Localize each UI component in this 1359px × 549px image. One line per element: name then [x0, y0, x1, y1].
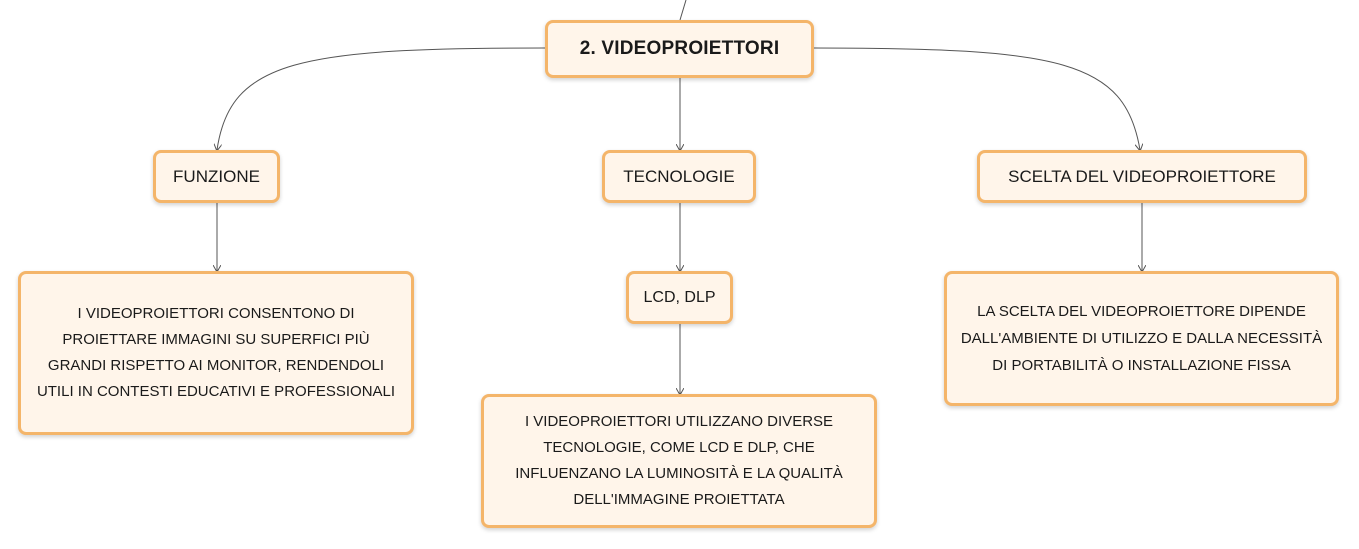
sub-label-tecnologie: LCD, DLP	[643, 288, 716, 306]
detail-text-funzione: I VIDEOPROIETTORI CONSENTONO DI PROIETTA…	[36, 305, 396, 400]
connector-root-funzione	[217, 47, 546, 150]
branch-label-scelta: SCELTA DEL VIDEOPROIETTORE	[1008, 166, 1276, 186]
branch-node-tecnologie[interactable]: TECNOLOGIE	[602, 150, 756, 203]
sub-node-tecnologie[interactable]: LCD, DLP	[626, 271, 733, 324]
incoming-connector	[679, 0, 687, 21]
detail-node-funzione[interactable]: I VIDEOPROIETTORI CONSENTONO DI PROIETTA…	[18, 271, 414, 435]
detail-node-scelta[interactable]: LA SCELTA DEL VIDEOPROIETTORE DIPENDE DA…	[944, 271, 1339, 406]
branch-node-funzione[interactable]: FUNZIONE	[153, 150, 280, 203]
root-label: 2. VIDEOPROIETTORI	[579, 38, 780, 59]
detail-text-tecnologie: I VIDEOPROIETTORI UTILIZZANO DIVERSE TEC…	[515, 413, 843, 508]
detail-node-tecnologie[interactable]: I VIDEOPROIETTORI UTILIZZANO DIVERSE TEC…	[481, 394, 877, 528]
branch-label-tecnologie: TECNOLOGIE	[623, 166, 735, 186]
branch-label-funzione: FUNZIONE	[173, 166, 260, 186]
root-node[interactable]: 2. VIDEOPROIETTORI	[545, 20, 814, 78]
connector-root-scelta	[812, 47, 1140, 150]
detail-text-scelta: LA SCELTA DEL VIDEOPROIETTORE DIPENDE DA…	[960, 303, 1323, 374]
branch-node-scelta[interactable]: SCELTA DEL VIDEOPROIETTORE	[977, 150, 1307, 203]
